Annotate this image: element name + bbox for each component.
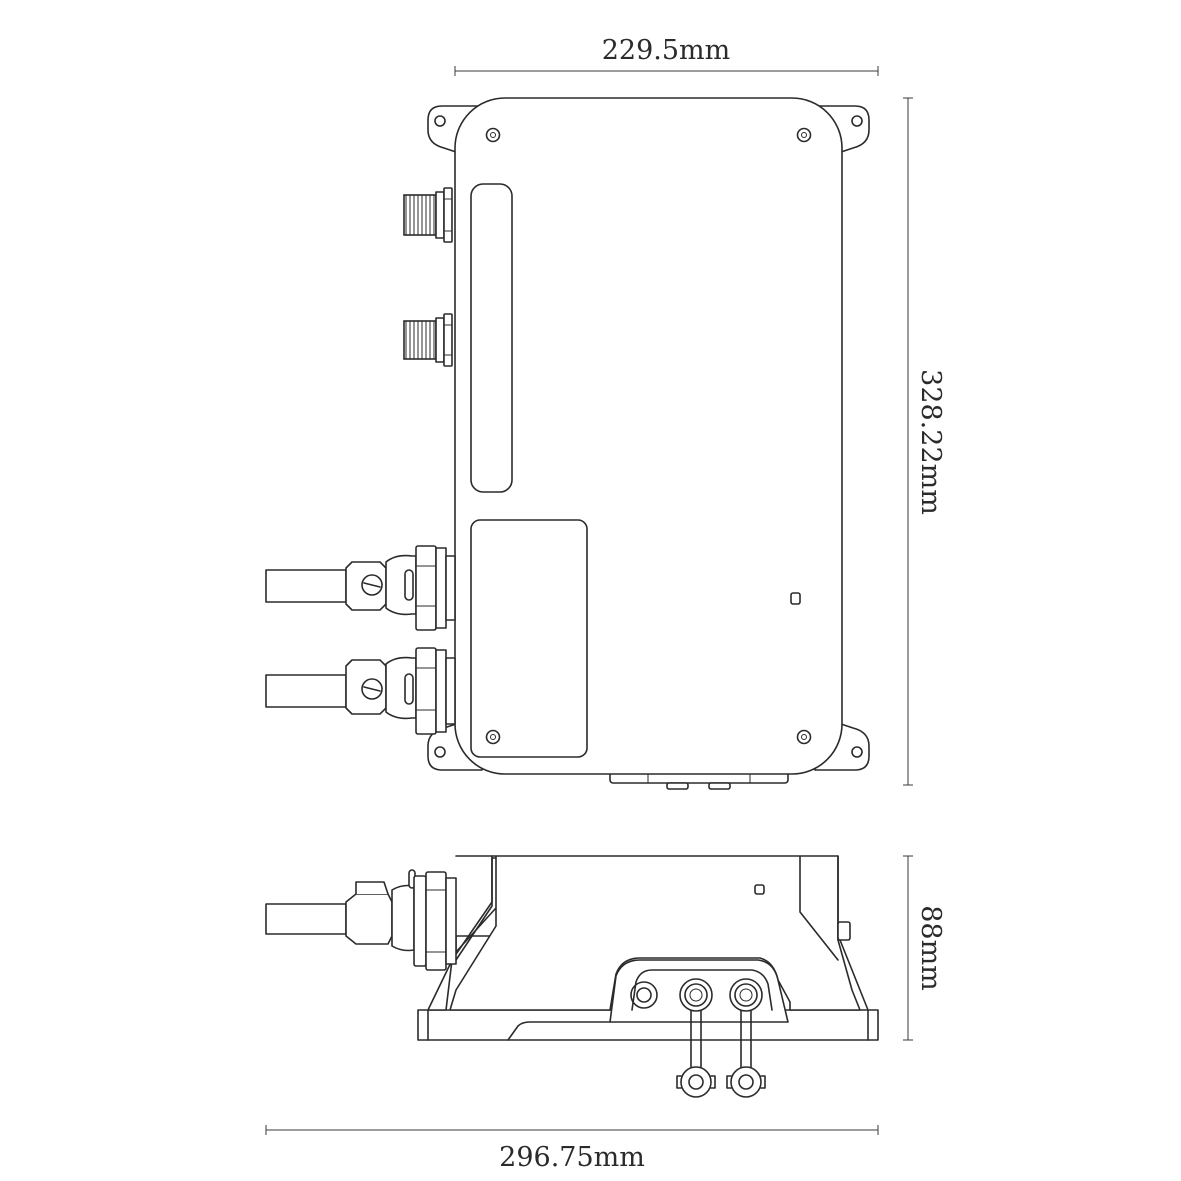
threaded-outlet-top — [403, 187, 453, 243]
sensor-cables — [676, 1010, 766, 1098]
housing-screws — [485, 127, 812, 745]
screw — [485, 127, 501, 143]
cable-connector-left — [676, 1066, 716, 1098]
dimension-height: 328.22mm — [903, 97, 946, 786]
side-indicator-light — [754, 884, 765, 895]
port-right — [729, 978, 763, 1012]
dimension-label-height: 328.22mm — [915, 369, 946, 515]
indicator-light — [790, 592, 801, 605]
inlet-valve-upper — [265, 545, 456, 631]
valve-housing — [454, 97, 843, 775]
screw — [485, 729, 501, 745]
screw — [796, 127, 812, 143]
housing-slot — [470, 183, 513, 493]
dimension-label-depth: 88mm — [915, 905, 946, 991]
cable-connector-right — [726, 1066, 766, 1098]
dimension-label-overall-width: 296.75mm — [499, 1142, 645, 1173]
connector-recess — [609, 959, 789, 1023]
housing-panel — [470, 519, 588, 758]
inlet-valve-lower — [265, 647, 456, 735]
screw — [796, 729, 812, 745]
dimension-top-width: 229.5mm — [454, 35, 879, 76]
port-left — [630, 981, 658, 1009]
side-inlet-valve — [265, 869, 457, 971]
threaded-outlet-bottom — [403, 313, 453, 367]
dimension-overall-width: 296.75mm — [265, 1125, 879, 1173]
dimension-depth: 88mm — [903, 855, 946, 1041]
dimension-label-top-width: 229.5mm — [602, 35, 731, 66]
side-view — [265, 855, 879, 1098]
top-view — [265, 97, 870, 790]
port-middle — [679, 978, 713, 1012]
